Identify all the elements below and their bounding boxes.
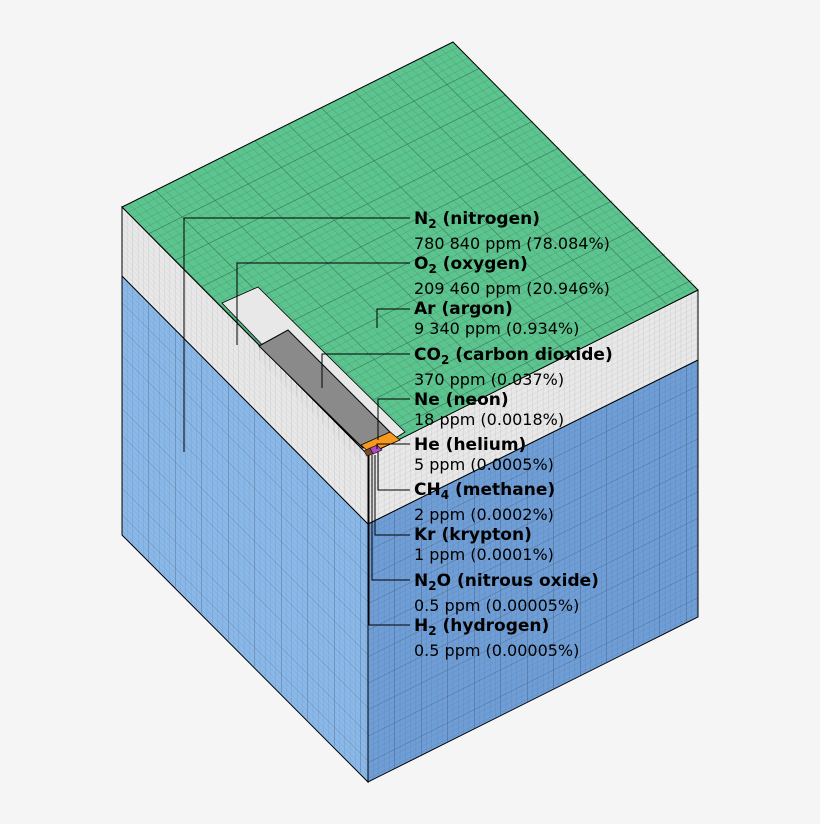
gas-value: 370 ppm (0.037%) bbox=[414, 370, 565, 389]
leader-hydrogen bbox=[368, 455, 410, 626]
label-methane: CH4 (methane) 2 ppm (0.0002%) bbox=[414, 480, 555, 525]
right-face-grid bbox=[368, 359, 698, 782]
gas-name: N2 (nitrogen) bbox=[414, 209, 540, 231]
gas-value: 18 ppm (0.0018%) bbox=[414, 410, 565, 429]
gas-name: O2 (oxygen) bbox=[414, 254, 528, 276]
gas-value: 209 460 ppm (20.946%) bbox=[414, 279, 610, 298]
label-helium: He (helium) 5 ppm (0.0005%) bbox=[414, 435, 554, 475]
label-carbon-dioxide: CO2 (carbon dioxide) 370 ppm (0.037%) bbox=[414, 345, 613, 390]
methane-block bbox=[363, 447, 374, 457]
label-krypton: Kr (krypton) 1 ppm (0.0001%) bbox=[414, 525, 554, 565]
label-argon: Ar (argon) 9 340 ppm (0.934%) bbox=[414, 299, 579, 339]
gas-value: 0.5 ppm (0.00005%) bbox=[414, 641, 580, 660]
gas-value: 5 ppm (0.0005%) bbox=[414, 455, 554, 474]
label-neon: Ne (neon) 18 ppm (0.0018%) bbox=[414, 390, 564, 430]
gas-name: CH4 (methane) bbox=[414, 480, 556, 502]
gas-name: CO2 (carbon dioxide) bbox=[414, 345, 613, 367]
gas-name: He (helium) bbox=[414, 435, 527, 455]
leader-nitrous-oxide bbox=[371, 455, 410, 581]
label-oxygen: O2 (oxygen) 209 460 ppm (20.946%) bbox=[414, 254, 610, 299]
gas-name: H2 (hydrogen) bbox=[414, 616, 550, 638]
gas-name: Ar (argon) bbox=[414, 299, 513, 319]
gas-value: 780 840 ppm (78.084%) bbox=[414, 234, 610, 253]
leader-nitrogen bbox=[183, 217, 410, 452]
leader-carbon-dioxide bbox=[321, 353, 410, 388]
gas-value: 9 340 ppm (0.934%) bbox=[414, 319, 580, 338]
leader-methane bbox=[377, 452, 410, 491]
label-nitrogen: N2 (nitrogen) 780 840 ppm (78.084%) bbox=[414, 209, 610, 254]
leader-krypton bbox=[374, 455, 410, 536]
leader-lines bbox=[183, 217, 410, 626]
label-nitrous-oxide: N2O (nitrous oxide) 0.5 ppm (0.00005%) bbox=[414, 571, 599, 616]
leader-oxygen bbox=[236, 262, 410, 345]
leader-argon bbox=[376, 308, 410, 328]
gas-name: Kr (krypton) bbox=[414, 525, 532, 545]
label-hydrogen: H2 (hydrogen) 0.5 ppm (0.00005%) bbox=[414, 616, 579, 661]
leader-helium bbox=[376, 443, 410, 449]
gas-value: 2 ppm (0.0002%) bbox=[414, 505, 554, 524]
leader-neon bbox=[377, 398, 410, 440]
gas-value: 1 ppm (0.0001%) bbox=[414, 545, 554, 564]
gas-name: Ne (neon) bbox=[414, 390, 509, 410]
gas-value: 0.5 ppm (0.00005%) bbox=[414, 596, 580, 615]
gas-name: N2O (nitrous oxide) bbox=[414, 571, 599, 593]
